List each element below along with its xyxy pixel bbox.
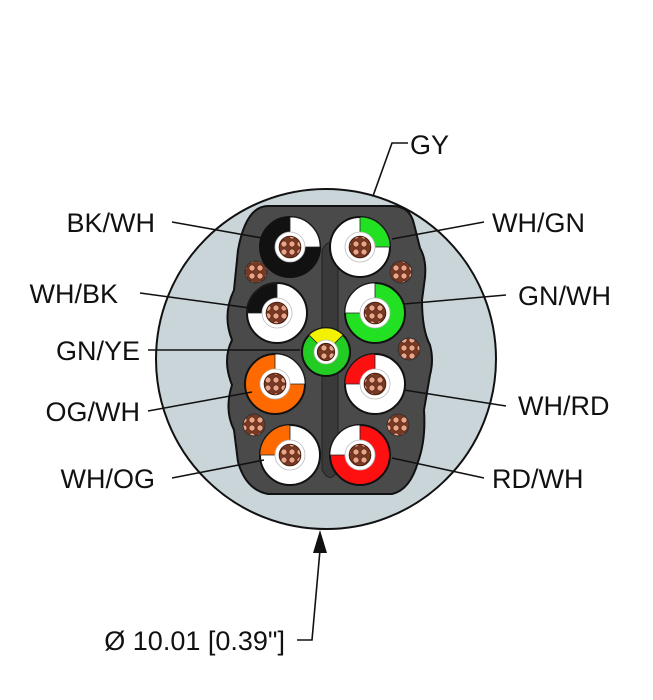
filler-bundle-right-mid: [397, 337, 421, 361]
leader-bk-wh: [171, 221, 263, 239]
label-wh-gn: WH/GN: [492, 208, 585, 238]
conductor-rd-wh: [329, 424, 391, 486]
label-wh-bk: WH/BK: [29, 279, 118, 309]
label-og-wh: OG/WH: [46, 397, 141, 427]
filler-bundle-right-top: [389, 260, 413, 284]
conductor-gn-wh: [344, 282, 406, 344]
leader-rd-wh: [391, 457, 485, 479]
label-bk-wh: BK/WH: [66, 208, 155, 238]
leader-dimension: [297, 549, 321, 641]
conductor-wh-bk: [246, 282, 308, 344]
filler-bundle-left-top: [244, 260, 268, 284]
leader-wh-gn: [391, 221, 485, 240]
leader-wh-og: [171, 459, 265, 479]
dimension-arrowhead: [313, 530, 327, 553]
leader-wh-bk: [139, 292, 251, 309]
label-wh-rd: WH/RD: [518, 391, 609, 421]
leader-og-wh: [147, 391, 253, 412]
filler-bundle-left-bottom: [242, 413, 266, 437]
leader-gy: [372, 142, 408, 197]
leader-gn-wh: [403, 294, 507, 305]
conductor-wh-rd: [344, 353, 406, 415]
filler-bundle-right-bottom: [386, 413, 410, 437]
conductor-gn-ye: [301, 327, 351, 377]
conductor-wh-og: [259, 424, 321, 486]
conductor-wh-gn: [329, 216, 391, 278]
conductor-bk-wh: [259, 216, 321, 278]
label-rd-wh: RD/WH: [492, 464, 583, 494]
conductor-og-wh: [244, 353, 306, 415]
label-dimension: Ø 10.01 [0.39"]: [104, 626, 285, 656]
label-wh-og: WH/OG: [61, 464, 156, 494]
label-gy: GY: [410, 130, 449, 160]
leader-wh-rd: [403, 389, 507, 407]
label-gn-ye: GN/YE: [56, 336, 140, 366]
label-gn-wh: GN/WH: [518, 281, 611, 311]
